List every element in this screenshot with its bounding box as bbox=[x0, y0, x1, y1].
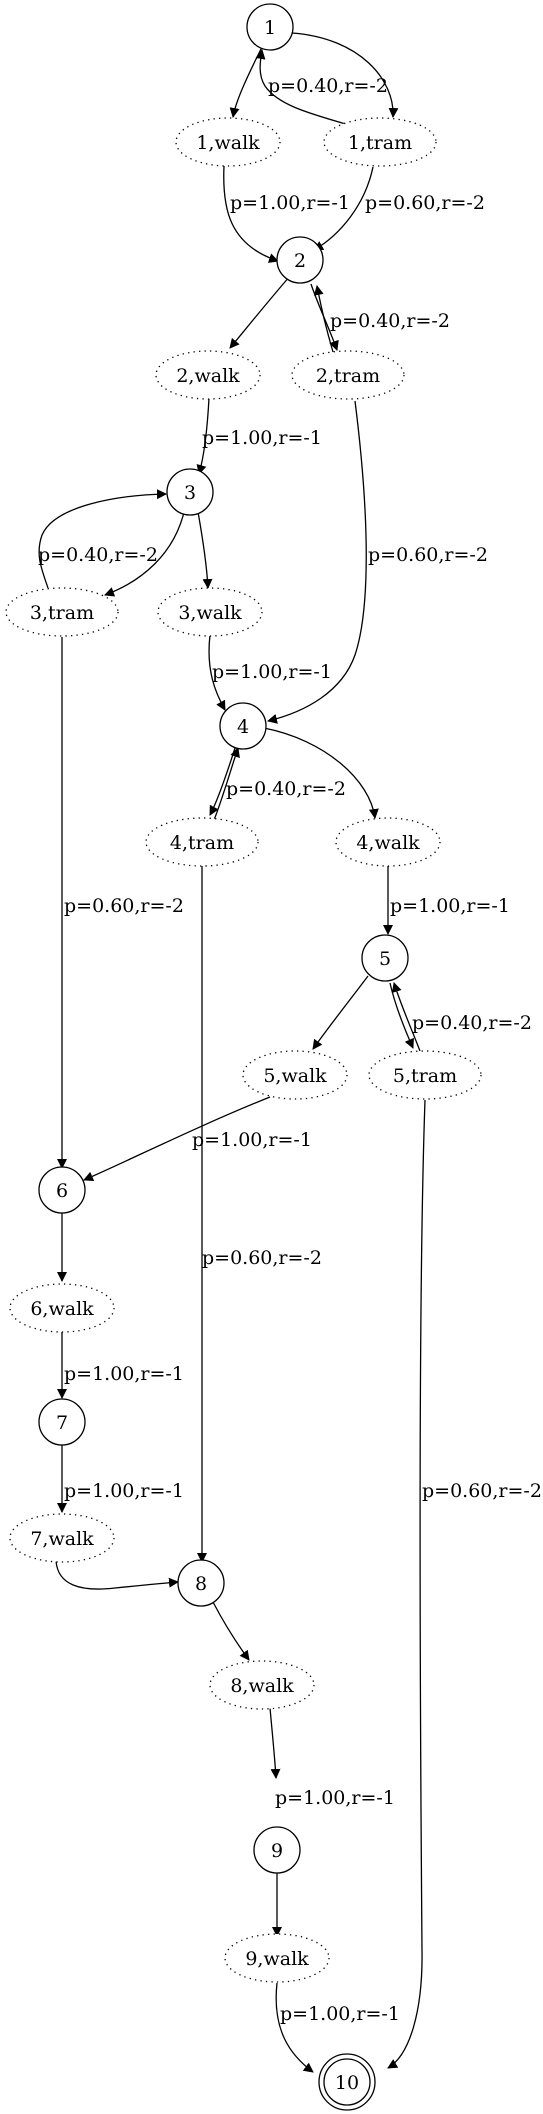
edge-3-walk-to-4 bbox=[208, 634, 226, 711]
edge-8-walk-to-9 bbox=[269, 1707, 281, 1779]
state-label-4: 4 bbox=[237, 716, 249, 738]
edge-5-walk-to-6 bbox=[83, 1096, 271, 1181]
state-label-10: 10 bbox=[335, 2072, 359, 2094]
state-label-5: 5 bbox=[379, 948, 391, 970]
edge-3-to-3-walk bbox=[197, 511, 213, 589]
edge-5-to-5-walk bbox=[312, 975, 369, 1050]
label-7-walk-to-8: p=1.00,r=-1 bbox=[64, 1480, 184, 1502]
edge-1-to-1-walk bbox=[229, 44, 264, 118]
action-node-3-walk[interactable]: 3,walk bbox=[157, 587, 263, 637]
state-node-3[interactable]: 3 bbox=[166, 468, 214, 516]
action-node-1-tram[interactable]: 1,tram bbox=[323, 117, 437, 167]
edge-5-tram-to-5 bbox=[391, 982, 421, 1052]
action-node-8-walk[interactable]: 8,walk bbox=[209, 1660, 315, 1710]
edge-1-walk-to-2 bbox=[223, 165, 279, 263]
label-1-tram-to-1: p=0.40,r=-2 bbox=[268, 75, 388, 97]
action-label-5-walk: 5,walk bbox=[263, 1065, 327, 1087]
action-node-6-walk[interactable]: 6,walk bbox=[9, 1283, 115, 1333]
action-node-5-tram[interactable]: 5,tram bbox=[368, 1050, 482, 1100]
transition-labels: p=0.40,r=-2 p=1.00,r=-1 p=0.60,r=-2 p=0.… bbox=[38, 75, 542, 2025]
state-nodes: 1 2 3 4 5 6 7 8 bbox=[38, 3, 409, 2111]
label-5-tram-to-10: p=0.60,r=-2 bbox=[422, 1480, 542, 1502]
label-1-walk-to-2: p=1.00,r=-1 bbox=[230, 192, 350, 214]
edge-1-to-1-tram bbox=[291, 32, 399, 118]
action-node-2-walk[interactable]: 2,walk bbox=[155, 350, 261, 400]
action-nodes: 1,walk 1,tram 2,walk 2,tram 3,tram 3,wal… bbox=[5, 117, 482, 1983]
transition-edges bbox=[38, 49, 426, 2073]
edge-3-to-3-tram bbox=[104, 507, 186, 597]
action-label-2-tram: 2,tram bbox=[316, 365, 380, 387]
edge-2-to-2-walk bbox=[229, 275, 291, 349]
state-node-8[interactable]: 8 bbox=[177, 1559, 225, 1607]
label-3-tram-to-3: p=0.40,r=-2 bbox=[38, 544, 158, 566]
action-node-5-walk[interactable]: 5,walk bbox=[242, 1050, 348, 1100]
state-label-1: 1 bbox=[264, 17, 276, 39]
state-label-9: 9 bbox=[271, 1840, 283, 1862]
action-label-6-walk: 6,walk bbox=[30, 1298, 94, 1320]
action-label-1-walk: 1,walk bbox=[196, 132, 260, 154]
label-2-tram-to-4: p=0.60,r=-2 bbox=[368, 544, 488, 566]
label-3-walk-to-4: p=1.00,r=-1 bbox=[212, 661, 332, 683]
label-4-tram-to-4: p=0.40,r=-2 bbox=[226, 778, 346, 800]
state-node-1[interactable]: 1 bbox=[246, 3, 294, 51]
label-9-walk-to-10: p=1.00,r=-1 bbox=[280, 2003, 400, 2025]
action-node-7-walk[interactable]: 7,walk bbox=[9, 1513, 115, 1563]
action-label-4-walk: 4,walk bbox=[356, 832, 420, 854]
edge-1-tram-to-1 bbox=[255, 49, 367, 131]
label-3-tram-to-6: p=0.60,r=-2 bbox=[64, 895, 184, 917]
state-node-7[interactable]: 7 bbox=[38, 1398, 86, 1446]
action-label-1-tram: 1,tram bbox=[348, 132, 412, 154]
edge-5-tram-to-10 bbox=[387, 1099, 426, 2069]
action-node-2-tram[interactable]: 2,tram bbox=[291, 350, 405, 400]
label-6-walk-to-7: p=1.00,r=-1 bbox=[64, 1363, 184, 1385]
label-2-tram-to-2: p=0.40,r=-2 bbox=[330, 310, 450, 332]
action-label-7-walk: 7,walk bbox=[30, 1528, 94, 1550]
action-label-3-walk: 3,walk bbox=[178, 602, 242, 624]
action-label-2-walk: 2,walk bbox=[176, 365, 240, 387]
edge-7-walk-to-8 bbox=[55, 1560, 179, 1590]
action-label-5-tram: 5,tram bbox=[393, 1065, 457, 1087]
state-node-9[interactable]: 9 bbox=[253, 1826, 301, 1874]
edge-3-tram-to-3 bbox=[38, 489, 167, 589]
edge-1-tram-to-2 bbox=[313, 166, 374, 251]
edge-4-tram-to-4 bbox=[213, 747, 240, 821]
choice-edges bbox=[57, 32, 414, 1937]
label-4-walk-to-5: p=1.00,r=-1 bbox=[390, 895, 510, 917]
action-node-9-walk[interactable]: 9,walk bbox=[224, 1933, 330, 1983]
action-label-8-walk: 8,walk bbox=[230, 1675, 294, 1697]
action-node-4-walk[interactable]: 4,walk bbox=[335, 817, 441, 867]
state-node-6[interactable]: 6 bbox=[38, 1166, 86, 1214]
edge-4-to-4-walk bbox=[263, 727, 379, 819]
edge-8-to-8-walk bbox=[212, 1601, 250, 1661]
label-1-tram-to-2: p=0.60,r=-2 bbox=[365, 192, 485, 214]
state-node-4[interactable]: 4 bbox=[219, 702, 267, 750]
label-5-tram-to-5: p=0.40,r=-2 bbox=[412, 1012, 532, 1034]
state-label-6: 6 bbox=[56, 1180, 68, 1202]
action-label-9-walk: 9,walk bbox=[245, 1948, 309, 1970]
edge-2-tram-to-4 bbox=[267, 400, 367, 724]
action-node-1-walk[interactable]: 1,walk bbox=[175, 117, 281, 167]
label-8-walk-to-9: p=1.00,r=-1 bbox=[275, 1787, 395, 1809]
state-label-3: 3 bbox=[184, 482, 196, 504]
edge-2-tram-to-2 bbox=[313, 285, 334, 353]
edge-2-walk-to-3 bbox=[196, 397, 210, 475]
state-label-7: 7 bbox=[56, 1412, 68, 1434]
state-node-10-terminal[interactable]: 10 bbox=[318, 2053, 376, 2111]
label-4-tram-to-8: p=0.60,r=-2 bbox=[202, 1247, 322, 1269]
edge-9-walk-to-10 bbox=[275, 1982, 314, 2073]
state-node-5[interactable]: 5 bbox=[361, 934, 409, 982]
label-5-walk-to-6: p=1.00,r=-1 bbox=[192, 1129, 312, 1151]
action-node-4-tram[interactable]: 4,tram bbox=[145, 817, 259, 867]
action-label-3-tram: 3,tram bbox=[30, 602, 94, 624]
state-node-2[interactable]: 2 bbox=[276, 236, 324, 284]
label-2-walk-to-3: p=1.00,r=-1 bbox=[202, 427, 322, 449]
edge-5-to-5-tram bbox=[389, 982, 414, 1049]
action-label-4-tram: 4,tram bbox=[170, 832, 234, 854]
state-label-2: 2 bbox=[294, 250, 306, 272]
action-node-3-tram[interactable]: 3,tram bbox=[5, 587, 119, 637]
state-label-8: 8 bbox=[195, 1573, 207, 1595]
